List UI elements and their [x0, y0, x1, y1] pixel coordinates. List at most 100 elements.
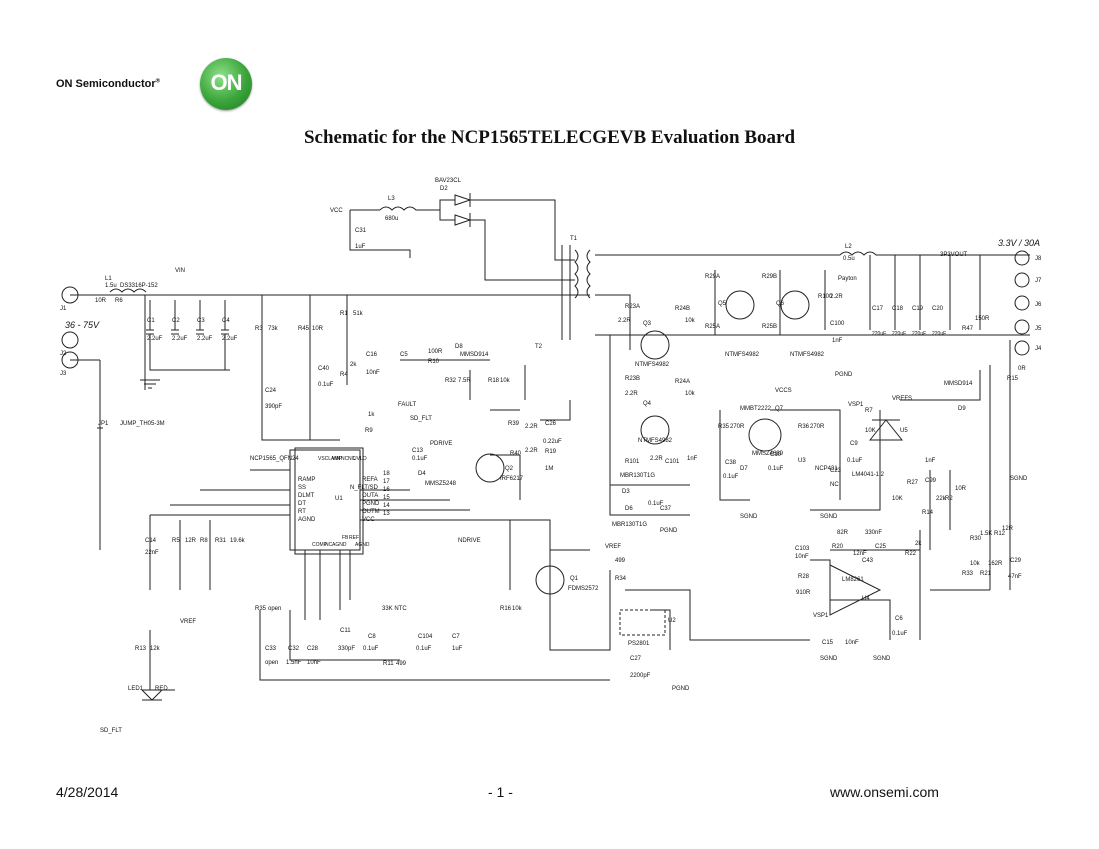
label-u2: U2 — [668, 618, 676, 624]
label-c40: C40 — [318, 366, 330, 372]
label-r1-val: 51k — [353, 311, 364, 317]
u1-pin-ss: SS — [298, 485, 306, 491]
label-c26: C26 — [545, 421, 557, 427]
on-semiconductor-logo: ON — [200, 58, 252, 110]
u1-pin-13: 13 — [383, 511, 390, 517]
label-r10: R10 — [428, 359, 440, 365]
label-r33-val: 10k — [970, 561, 981, 567]
u1-pin-vcc: VCC — [362, 517, 375, 523]
label-c37-val: 0.1uF — [648, 501, 664, 507]
label-c4: C4 — [222, 318, 230, 324]
label-r40-val: 2.2R — [525, 448, 538, 454]
label-u2-part: PS2801 — [628, 641, 650, 647]
label-l1: L1 — [105, 276, 112, 282]
label-d8-part: MMSD914 — [460, 352, 489, 358]
u1-pin-agnd2: AGND — [332, 542, 347, 548]
label-c16: C16 — [366, 352, 378, 358]
label-r14: R14 — [922, 510, 934, 516]
label-r30: R30 — [970, 536, 982, 542]
label-r4: R4 — [340, 372, 348, 378]
footer-website: www.onsemi.com — [830, 784, 939, 800]
label-r5-val: 12R — [185, 538, 197, 544]
footer-date: 4/28/2014 — [56, 784, 119, 800]
u1-pin-nc2: NC — [348, 456, 356, 462]
label-d2: D2 — [440, 186, 448, 192]
u1-pin-nc1: NC — [341, 456, 349, 462]
label-r21-val: 162R — [988, 561, 1003, 567]
label-c29-val: 47nF — [1008, 574, 1022, 580]
label-q3: Q3 — [643, 321, 652, 327]
label-jp1-part: JUMP_TH05-3M — [120, 421, 165, 427]
label-r100-val: 2.2R — [830, 294, 843, 300]
label-d3-part: MBR130T1G — [620, 473, 655, 479]
label-q6: Q6 — [776, 301, 785, 307]
label-sgnd-5: SGND — [873, 656, 891, 662]
label-l3: L3 — [388, 196, 395, 202]
label-c25-val: 330nF — [865, 530, 882, 536]
label-u1: U1 — [335, 496, 343, 502]
label-c24-val: 390pF — [265, 404, 282, 410]
label-r39-val: 2.2R — [525, 424, 538, 430]
label-r18: R18 — [488, 378, 500, 384]
label-r3-val: 73k — [268, 326, 279, 332]
label-c33-val: open — [265, 660, 278, 666]
schematic-wiring — [70, 199, 1030, 691]
label-c7-val: 1uF — [452, 646, 463, 652]
label-r15: R15 — [1007, 376, 1019, 382]
label-r35b-val: 270R — [730, 424, 745, 430]
u1-pin-rt: RT — [298, 509, 306, 515]
u1-pin-outa: OUTA — [362, 493, 378, 499]
label-j7: J7 — [1035, 278, 1042, 284]
label-c27-val: 2200pF — [630, 673, 651, 679]
label-c100: C100 — [830, 321, 845, 327]
label-r45: R45 — [298, 326, 310, 332]
label-c25: C25 — [875, 544, 887, 550]
label-r12-val: 12R — [1002, 526, 1014, 532]
label-c8-val: 0.1uF — [363, 646, 379, 652]
label-c24: C24 — [265, 388, 277, 394]
label-c6-val: 0.1uF — [892, 631, 908, 637]
label-r32-val: 7.5R — [458, 378, 471, 384]
label-r16-val: 10k — [512, 606, 523, 612]
label-d6: D6 — [625, 506, 633, 512]
label-c15-val: 10nF — [845, 640, 859, 646]
label-sgnd-2: SGND — [820, 514, 838, 520]
page-title: Schematic for the NCP1565TELECGEVB Evalu… — [303, 127, 796, 148]
schematic-components — [61, 193, 1030, 701]
label-vcc: VCC — [330, 208, 343, 214]
label-d2-part: BAV23CL — [435, 178, 462, 184]
footer-page-number: - 1 - — [488, 784, 513, 800]
label-l2-val: 0.5u — [843, 256, 855, 262]
label-r13-val: 12k — [150, 646, 161, 652]
label-r24a: R24A — [675, 379, 690, 385]
label-c31-val: 1uF — [355, 244, 366, 250]
label-sgnd-3: SGND — [1010, 476, 1028, 482]
u1-pin-fb: FB — [342, 535, 349, 541]
label-c99-val: 1nF — [925, 458, 936, 464]
label-c1-val: 2.2uF — [147, 336, 163, 342]
label-c29: C29 — [1010, 558, 1022, 564]
label-c100-val: 1nF — [832, 338, 843, 344]
label-r14-val: 22k — [936, 496, 947, 502]
label-r33: R33 — [962, 571, 974, 577]
label-c10: C10 — [770, 452, 782, 458]
u1-pin-14: 14 — [383, 503, 390, 509]
u1-pin-ref: REF — [349, 535, 359, 541]
label-c40-val: 0.1uF — [318, 382, 334, 388]
label-c27: C27 — [630, 656, 642, 662]
label-u4: U4 — [862, 596, 870, 602]
label-r25b: R25B — [762, 324, 777, 330]
label-c38: C38 — [725, 460, 737, 466]
label-r100: R100 — [818, 294, 833, 300]
label-fault: FAULT — [398, 402, 417, 408]
u1-pin-17: 17 — [383, 479, 390, 485]
label-r16: R16 — [500, 606, 512, 612]
label-c18-val: 220uF — [892, 331, 906, 337]
label-r23a-val: 2.2R — [618, 318, 631, 324]
label-nc: NC — [830, 482, 839, 488]
label-c3-val: 2.2uF — [197, 336, 213, 342]
label-r23b-val: 2.2R — [625, 391, 638, 397]
label-r28-val: 910R — [796, 590, 811, 596]
u1-pin-nc3: NC — [325, 542, 333, 548]
label-r30-val: 1.5K — [980, 531, 992, 537]
